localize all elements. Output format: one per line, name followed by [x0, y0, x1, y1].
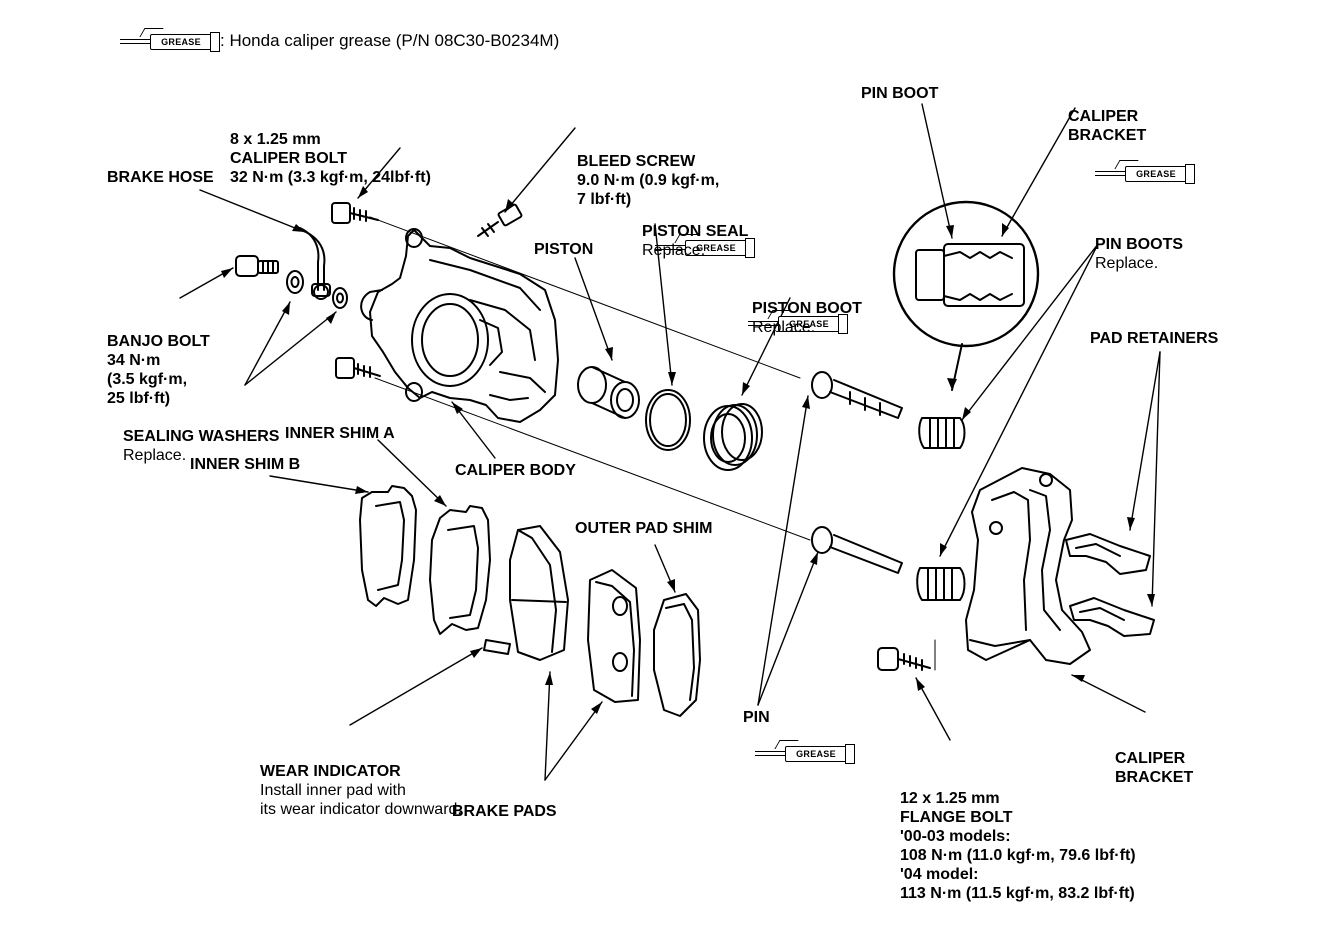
caliper-bracket: [965, 467, 1091, 665]
piston-seal: [645, 389, 691, 451]
caliper-body: [360, 228, 559, 423]
flange-bolt: [877, 647, 931, 671]
pin-boot-lower: [916, 567, 966, 601]
piston: [577, 366, 640, 419]
piston-label: PISTON: [534, 241, 594, 258]
grease-tube-icon: GREASE: [748, 310, 848, 334]
pin-boot-label: PIN BOOT: [861, 85, 939, 102]
caliper-bolt-lower: [335, 357, 381, 379]
bleed-screw: [477, 203, 523, 237]
pin-boot-upper: [918, 417, 966, 449]
pin-lower: [811, 526, 903, 574]
inner-shim-b-label: INNER SHIM B: [190, 456, 301, 473]
inner-shim-b: [359, 485, 417, 607]
leader-lines: [179, 103, 1161, 781]
grease-legend-text: : Honda caliper grease (P/N 08C30-B0234M…: [220, 30, 560, 50]
outer-pad-shim-label: OUTER PAD SHIM: [575, 520, 713, 537]
brake-pad-outer: [587, 569, 641, 703]
grease-tube-icon: GREASE: [655, 234, 755, 258]
pad-retainer-lower: [1069, 597, 1155, 637]
brake-hose-label: BRAKE HOSE: [107, 169, 214, 186]
brake-pad-inner: [483, 525, 569, 661]
grease-tube-icon: GREASE: [120, 28, 220, 52]
pad-retainers-label: PAD RETAINERS: [1090, 330, 1219, 347]
pin-boot-detail-view: [892, 200, 1040, 391]
grease-tag: GREASE: [150, 34, 212, 50]
pad-retainer-upper: [1065, 533, 1151, 575]
grease-tube-icon: GREASE: [755, 740, 855, 764]
piston-boot: [703, 403, 763, 471]
pin-upper: [811, 371, 903, 419]
banjo-bolt: [235, 255, 279, 277]
inner-shim-a: [429, 505, 491, 635]
brake-pads-label: BRAKE PADS: [452, 803, 557, 820]
grease-tube-icon: GREASE: [1095, 160, 1195, 184]
outer-pad-shim: [653, 593, 701, 717]
pin-label: PIN: [743, 709, 770, 726]
caliper-body-label: CALIPER BODY: [455, 462, 576, 479]
brake-hose: [299, 227, 331, 300]
grease-legend: GREASE : Honda caliper grease (P/N 08C30…: [120, 28, 559, 52]
caliper-bolt-upper: [331, 202, 379, 224]
sealing-washers: [286, 270, 348, 309]
inner-shim-a-label: INNER SHIM A: [285, 425, 395, 442]
